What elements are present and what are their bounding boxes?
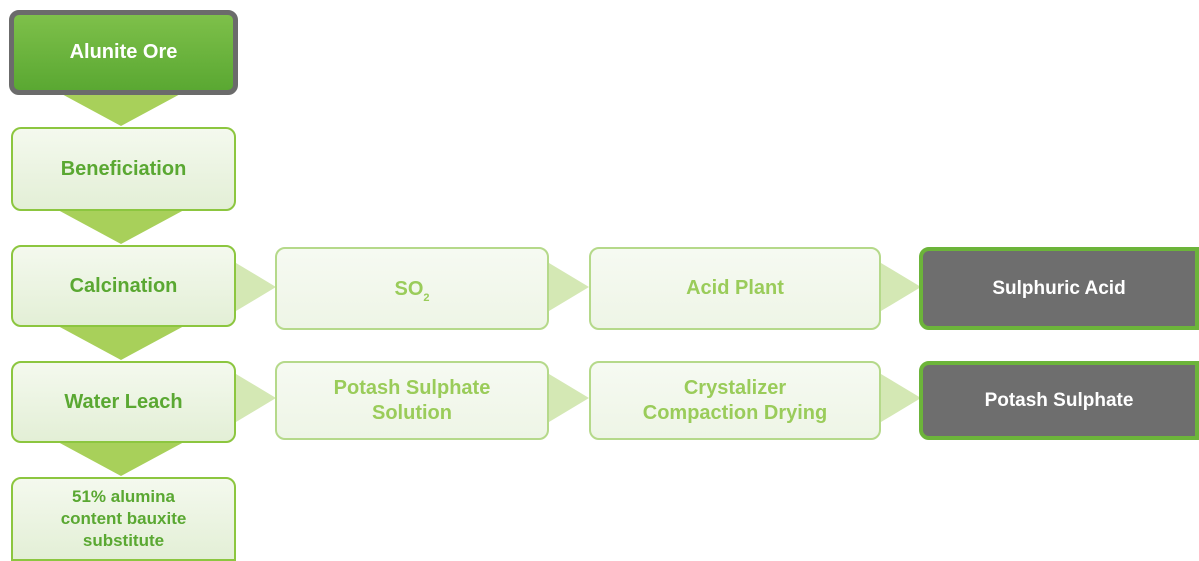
arrow-right-calcination-to-so2 (236, 263, 276, 311)
arrow-right-potash-solution-to-crystalizer (549, 374, 589, 422)
node-sulphuric-acid: Sulphuric Acid (919, 247, 1199, 330)
node-beneficiation: Beneficiation (11, 127, 236, 211)
node-crystalizer-line2: Compaction Drying (642, 401, 828, 424)
node-sulphuric-acid-label: Sulphuric Acid (992, 277, 1126, 299)
node-so2-base: SO (394, 278, 424, 301)
arrow-right-water-leach-to-potash-solution (236, 374, 276, 422)
arrow-down-calcination-to-water-leach (58, 326, 184, 360)
arrow-down-beneficiation-to-calcination (58, 210, 184, 244)
node-acid-plant: Acid Plant (589, 247, 881, 330)
arrow-right-so2-to-acid-plant (549, 263, 589, 311)
arrow-down-ore-to-beneficiation (58, 92, 184, 126)
node-crystalizer: Crystalizer Compaction Drying (589, 361, 881, 440)
node-calcination: Calcination (11, 245, 236, 327)
node-alunite-ore-label: Alunite Ore (69, 41, 178, 63)
node-potash-sulphate: Potash Sulphate (919, 361, 1199, 440)
node-so2-subscript: 2 (423, 292, 430, 305)
node-beneficiation-label: Beneficiation (60, 157, 187, 180)
node-crystalizer-line1: Crystalizer (683, 376, 787, 399)
node-residue-line1: 51% alumina (72, 486, 175, 506)
node-potash-solution-line1: Potash Sulphate (333, 376, 491, 399)
arrow-down-water-leach-to-residue (58, 442, 184, 476)
node-acid-plant-label: Acid Plant (686, 277, 784, 299)
arrow-right-acid-plant-to-sulphuric-acid (881, 263, 921, 311)
node-so2-label: SO2 (394, 271, 429, 306)
node-residue-line3: substitute (82, 531, 165, 551)
node-calcination-label: Calcination (69, 274, 178, 297)
arrow-right-crystalizer-to-potash-sulphate (881, 374, 921, 422)
node-residue: 51% alumina content bauxite substitute (11, 477, 236, 561)
node-potash-sulphate-label: Potash Sulphate (984, 389, 1134, 411)
node-water-leach: Water Leach (11, 361, 236, 443)
node-water-leach-label: Water Leach (64, 390, 183, 413)
node-potash-solution-line2: Solution (372, 401, 452, 424)
node-so2: SO2 (275, 247, 549, 330)
node-residue-line2: content bauxite (60, 508, 187, 528)
node-alunite-ore: Alunite Ore (9, 10, 238, 95)
node-potash-sulphate-solution: Potash Sulphate Solution (275, 361, 549, 440)
